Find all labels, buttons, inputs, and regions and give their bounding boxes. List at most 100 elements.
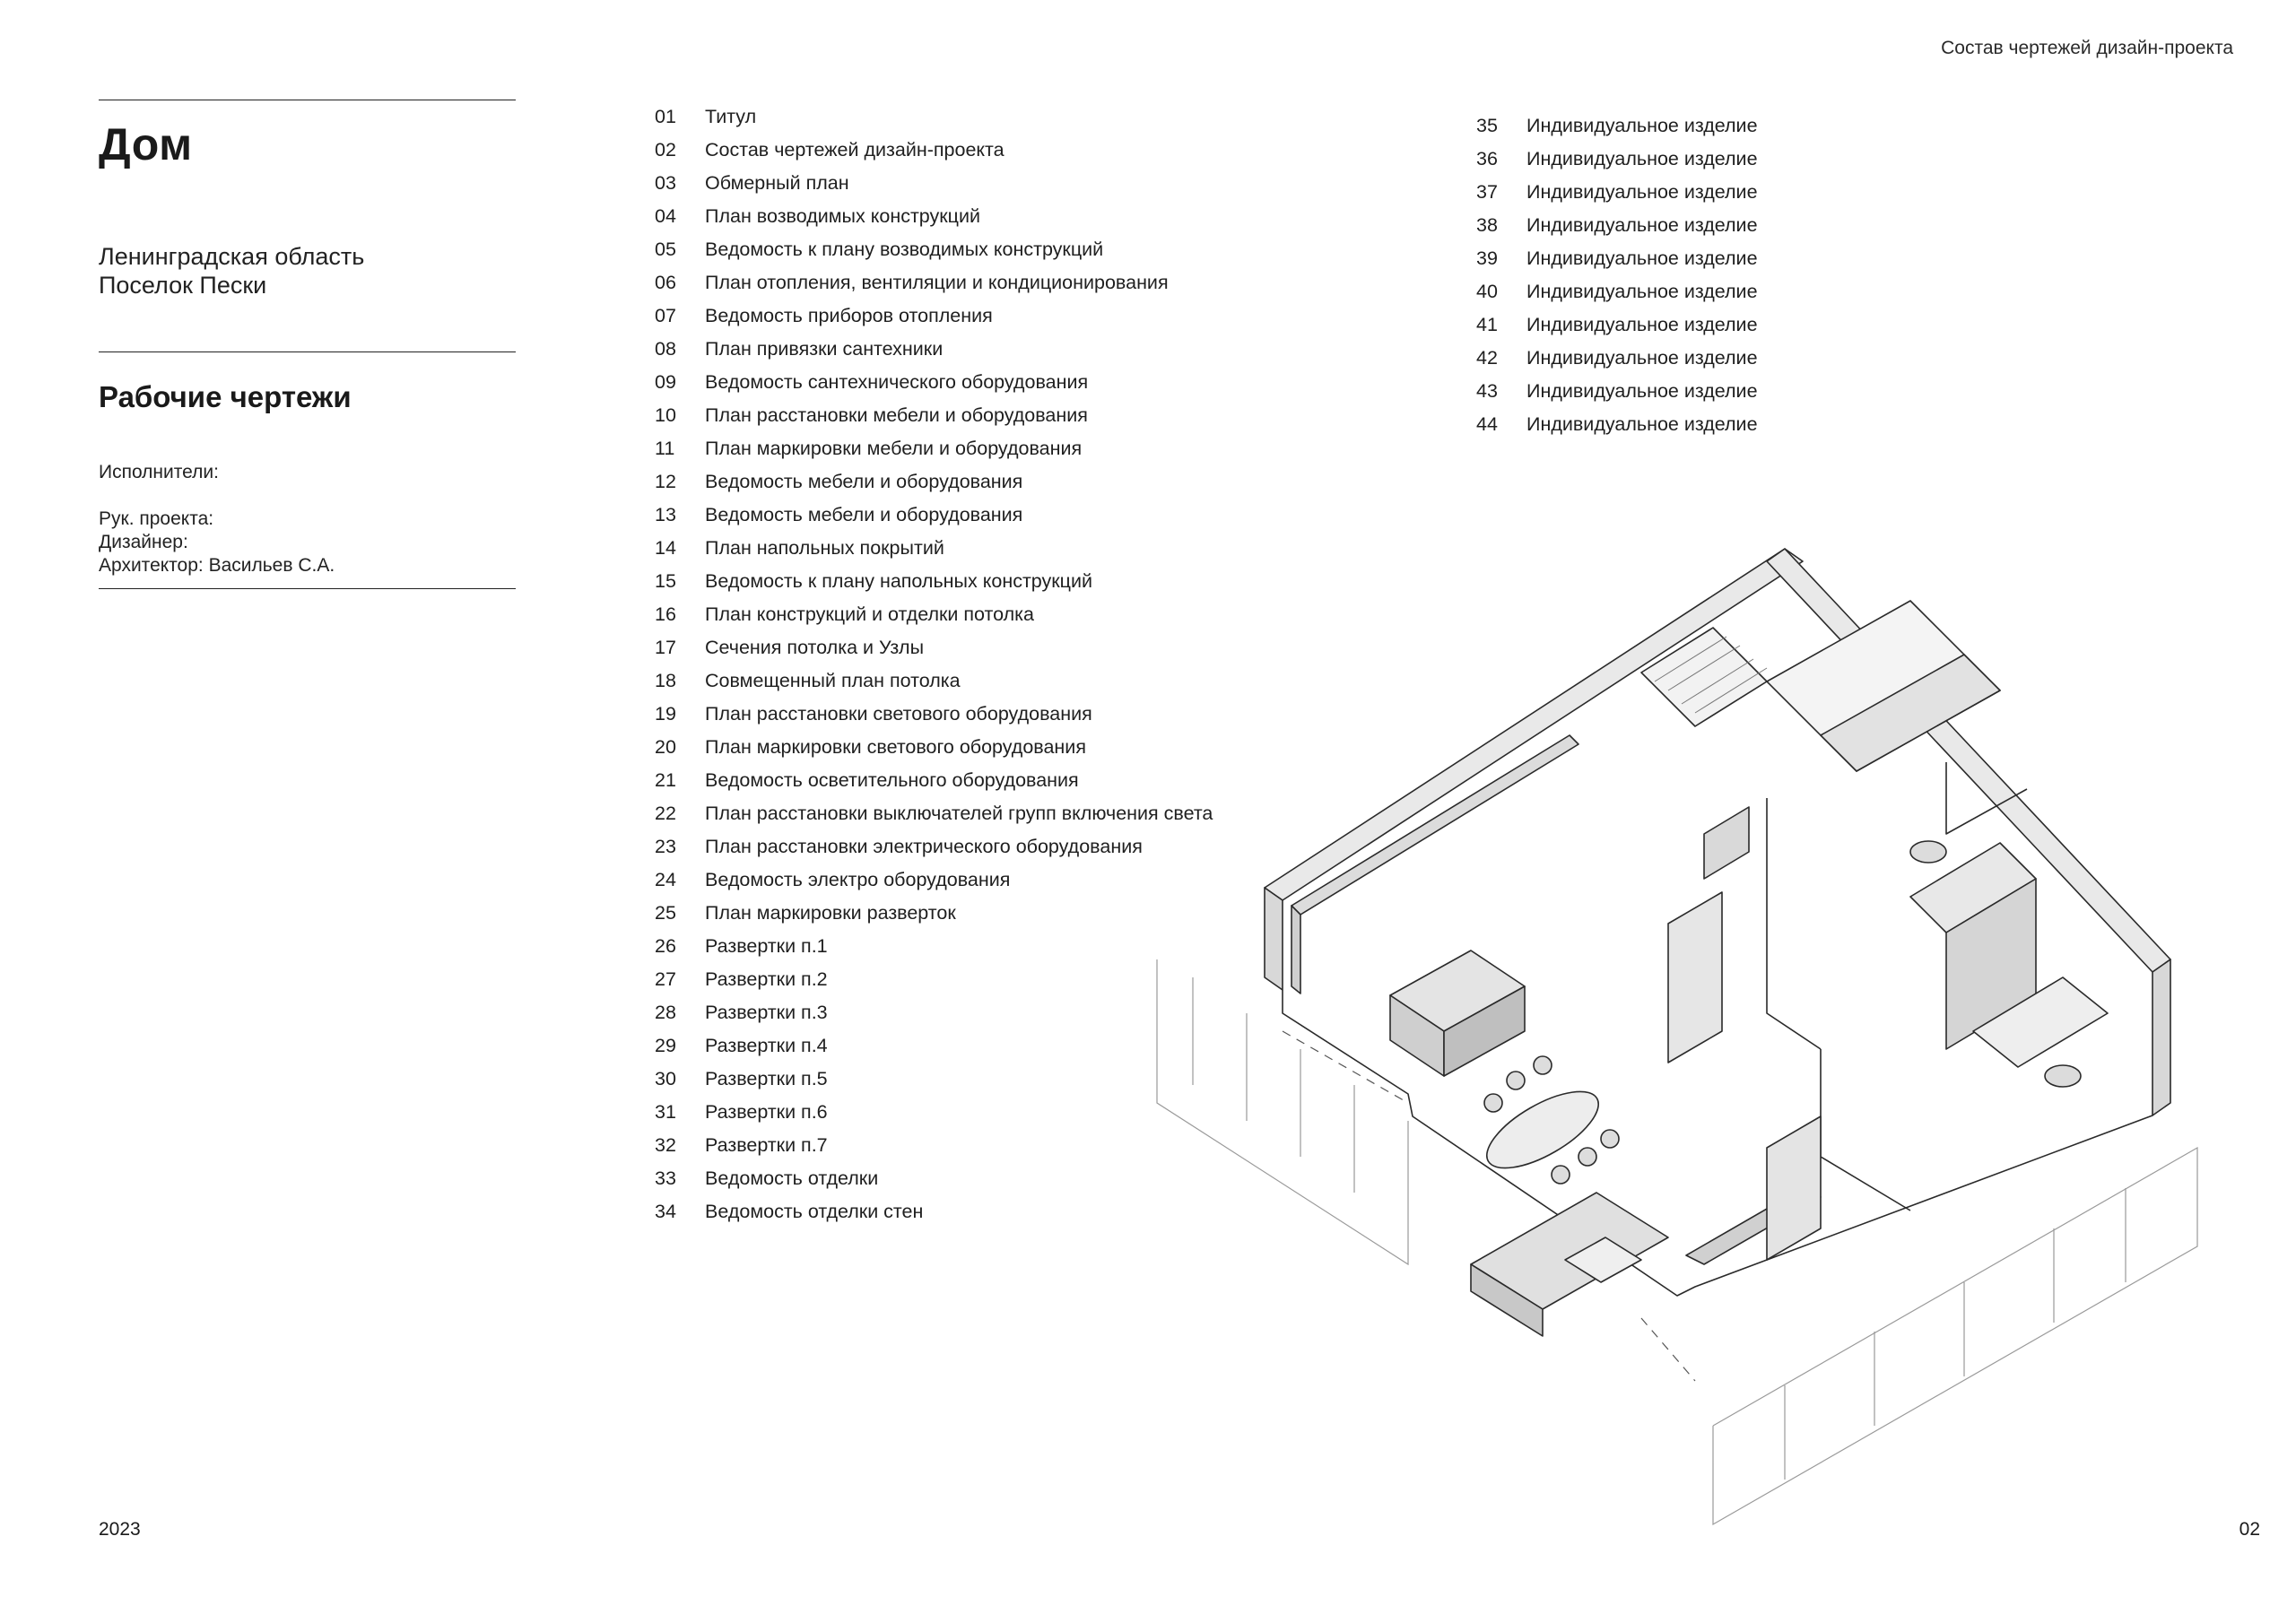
sheet-row: 27 Развертки п.2 — [655, 963, 1213, 996]
team-architect: Архитектор: Васильев С.А. — [99, 555, 335, 576]
sheet-number: 23 — [655, 836, 676, 857]
coffee-table — [1564, 1237, 1642, 1283]
dining-table — [1485, 1090, 1600, 1169]
sheet-name: Ведомость к плану возводимых конструкций — [705, 239, 1104, 260]
sheet-number: 08 — [655, 338, 676, 360]
sheet-name: Титул — [705, 106, 757, 127]
sheet-name: Ведомость электро оборудования — [705, 869, 1011, 890]
sheet-number: 36 — [1476, 148, 1498, 169]
sheet-name: Развертки п.7 — [705, 1134, 828, 1156]
kitchen-counter — [1291, 734, 1579, 916]
wall-right — [2152, 959, 2171, 1116]
sheet-name: План конструкций и отделки потолка — [705, 603, 1034, 625]
sheet-number: 33 — [655, 1167, 676, 1189]
sheet-row: 09 Ведомость сантехнического оборудования — [655, 366, 1213, 399]
sheet-name: План маркировки светового оборудования — [705, 736, 1086, 758]
sheet-number: 18 — [655, 670, 676, 691]
team-heading: Исполнители: — [99, 462, 219, 482]
sheet-number: 28 — [655, 1002, 676, 1023]
sheet-number: 27 — [655, 968, 676, 990]
section-title: Состав чертежей дизайн-проекта — [1941, 38, 2233, 58]
sheet-name: Индивидуальное изделие — [1526, 181, 1758, 203]
sheet-name: Индивидуальное изделие — [1526, 148, 1758, 169]
sheet-name: План маркировки разверток — [705, 902, 956, 924]
column — [1667, 891, 1723, 1063]
sheet-row: 05 Ведомость к плану возводимых конструкц… — [655, 233, 1213, 266]
sheet-name: Ведомость к плану напольных конструкций — [705, 570, 1092, 592]
sheet-number: 14 — [655, 537, 676, 559]
sheet-number: 03 — [655, 172, 676, 194]
sheet-name: Ведомость отделки стен — [705, 1201, 924, 1222]
sheet-name: Ведомость приборов отопления — [705, 305, 993, 326]
sheet-number: 40 — [1476, 281, 1498, 302]
sheet-number: 30 — [655, 1068, 676, 1089]
sheet-row: 06 План отопления, вентиляции и кондицион… — [655, 266, 1213, 299]
address-region: Ленинградская область — [99, 243, 365, 270]
sheet-row: 18 Совмещенный план потолка — [655, 664, 1213, 698]
address-locality: Поселок Пески — [99, 272, 267, 299]
sheet-row: 15 Ведомость к плану напольных конструкци… — [655, 565, 1213, 598]
sheet-row: 37 Индивидуальное изделие — [1476, 176, 1758, 209]
sheet-name: Развертки п.5 — [705, 1068, 828, 1089]
sheet-number: 32 — [655, 1134, 676, 1156]
sheet-number: 42 — [1476, 347, 1498, 369]
sheet-number: 37 — [1476, 181, 1498, 203]
sheet-number: 09 — [655, 371, 676, 393]
sheet-number: 16 — [655, 603, 676, 625]
sheet-number: 29 — [655, 1035, 676, 1056]
wall-left — [1264, 887, 1283, 991]
sheet-row: 30 Развертки п.5 — [655, 1063, 1213, 1096]
team-lead: Рук. проекта: — [99, 508, 214, 529]
sheet-number: 34 — [655, 1201, 676, 1222]
sheet-number: 22 — [655, 803, 676, 824]
sheet-number: 06 — [655, 272, 676, 293]
sheet-name: Ведомость отделки — [705, 1167, 879, 1189]
sheet-name: Сечения потолка и Узлы — [705, 637, 925, 658]
project-title: Дом — [99, 119, 193, 169]
sheet-name: План привязки сантехники — [705, 338, 944, 360]
sheet-name: Развертки п.2 — [705, 968, 828, 990]
sheet-row: 08 План привязки сантехники — [655, 333, 1213, 366]
sheet-name: Совмещенный план потолка — [705, 670, 961, 691]
sheet-name: Ведомость сантехнического оборудования — [705, 371, 1089, 393]
sheet-row: 03 Обмерный план — [655, 167, 1213, 200]
sheet-name: Обмерный план — [705, 172, 849, 194]
sheet-number: 31 — [655, 1101, 676, 1123]
sheet-number: 05 — [655, 239, 676, 260]
footer-page-number: 02 — [2239, 1519, 2260, 1540]
sheet-number: 11 — [655, 438, 675, 459]
sheet-name: План отопления, вентиляции и кондиционир… — [705, 272, 1169, 293]
sheet-number: 12 — [655, 471, 676, 492]
sheet-number: 04 — [655, 205, 676, 227]
bed — [1972, 976, 2109, 1068]
project-stage: Рабочие чертежи — [99, 380, 352, 413]
sheet-name: План расстановки мебели и оборудования — [705, 404, 1088, 426]
sheet-name: Индивидуальное изделие — [1526, 281, 1758, 302]
sheet-number: 44 — [1476, 413, 1498, 435]
isometric-floor-plan-illustration — [1156, 548, 2198, 1526]
sheet-number: 15 — [655, 570, 676, 592]
sheet-name: Индивидуальное изделие — [1526, 247, 1758, 269]
sheet-name: Ведомость мебели и оборудования — [705, 504, 1023, 525]
sheet-row: 34 Ведомость отделки стен — [655, 1195, 1213, 1228]
sheet-name: План расстановки светового оборудования — [705, 703, 1092, 725]
sheet-number: 26 — [655, 935, 676, 957]
sheet-name: Ведомость осветительного оборудования — [705, 769, 1079, 791]
